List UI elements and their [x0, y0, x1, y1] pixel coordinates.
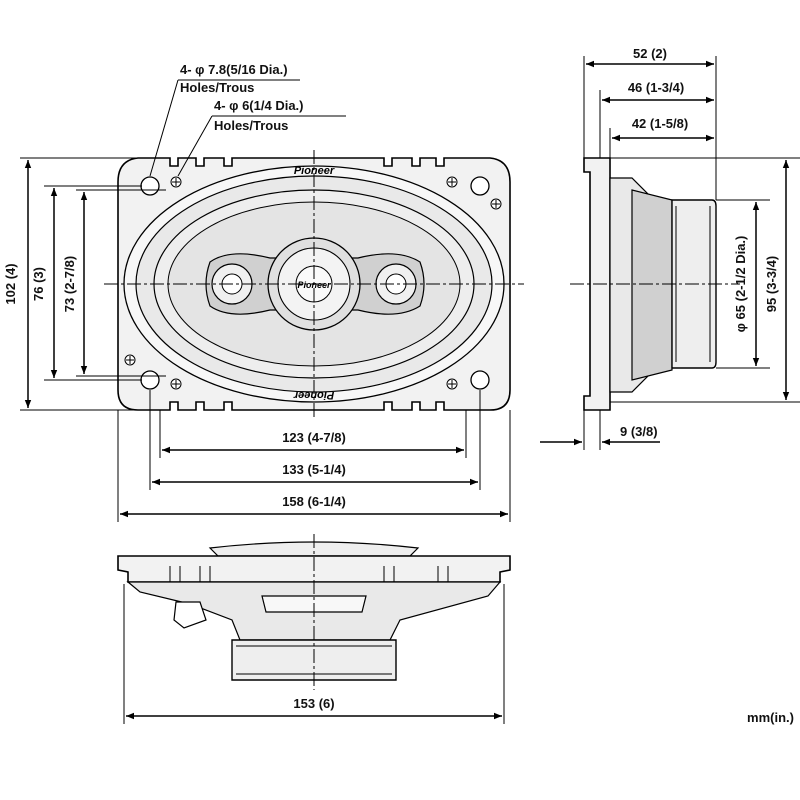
dim-text-102: 102 (4) — [3, 263, 18, 304]
front-view: Pioneer Pioneer Pioneer — [104, 150, 524, 420]
front-horizontal-dimensions: 123 (4-7/8) 133 (5-1/4) 158 (6-1/4) — [117, 390, 511, 522]
hole-callouts: 4- φ 7.8(5/16 Dia.) Holes/Trous 4- φ 6(1… — [149, 62, 346, 177]
mount-hole-bl — [140, 370, 160, 390]
dim-text-133: 133 (5-1/4) — [282, 462, 346, 477]
dim-text-65: φ 65 (2-1/2 Dia.) — [733, 236, 748, 333]
hole-large-sublabel: Holes/Trous — [180, 80, 254, 95]
hole-large-label: 4- φ 7.8(5/16 Dia.) — [180, 62, 288, 77]
screw-mr — [490, 198, 502, 210]
mount-hole-tl — [140, 176, 160, 196]
side-view — [570, 157, 740, 411]
screw-bl — [170, 378, 182, 390]
dim-text-153: 153 (6) — [293, 696, 334, 711]
dim-text-123: 123 (4-7/8) — [282, 430, 346, 445]
brand-top: Pioneer — [294, 165, 335, 177]
dim-text-52: 52 (2) — [633, 46, 667, 61]
dim-text-158: 158 (6-1/4) — [282, 494, 346, 509]
dim-text-76: 76 (3) — [31, 267, 46, 301]
screw-tl — [170, 176, 182, 188]
side-dimensions: 52 (2) 46 (1-3/4) 42 (1-5/8) φ 65 (2-1/2… — [540, 46, 800, 450]
hole-small-sublabel: Holes/Trous — [214, 118, 288, 133]
hole-small-label: 4- φ 6(1/4 Dia.) — [214, 98, 304, 113]
units-label: mm(in.) — [747, 710, 794, 725]
bottom-top-cone — [208, 541, 420, 557]
front-vertical-dimensions: 102 (4) 76 (3) 73 (2-7/8) — [3, 157, 166, 411]
dim-text-46: 46 (1-3/4) — [628, 80, 684, 95]
bottom-view — [117, 534, 511, 690]
screw-tr — [446, 176, 458, 188]
bottom-tabs — [169, 566, 449, 582]
screw-br — [446, 378, 458, 390]
screw-ml — [124, 354, 136, 366]
dim-text-73: 73 (2-7/8) — [62, 256, 77, 312]
dim-text-42: 42 (1-5/8) — [632, 116, 688, 131]
dim-text-95: 95 (3-3/4) — [764, 256, 779, 312]
mount-hole-br — [470, 370, 490, 390]
dim-text-9: 9 (3/8) — [620, 424, 658, 439]
mount-hole-tr — [470, 176, 490, 196]
brand-bottom: Pioneer — [293, 389, 334, 401]
side-basket — [631, 189, 673, 381]
bottom-terminal — [173, 601, 207, 629]
bottom-dimensions: 153 (6) — [123, 584, 505, 724]
